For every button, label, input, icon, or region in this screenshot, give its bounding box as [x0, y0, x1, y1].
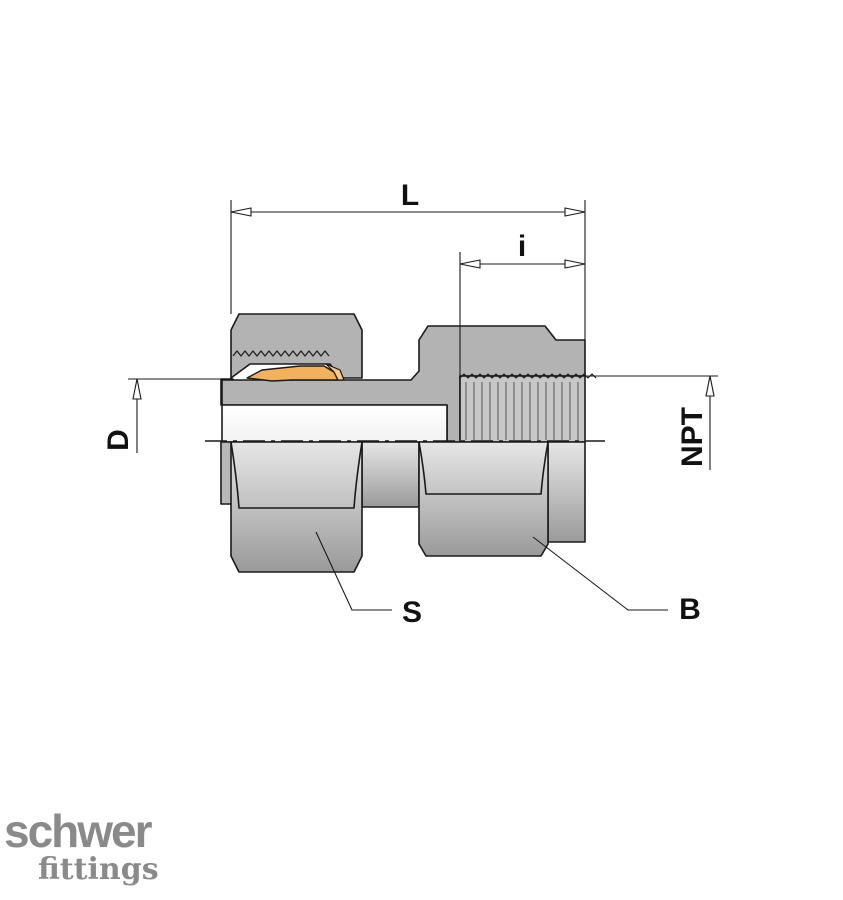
nut-section [230, 313, 363, 379]
label-d: D [102, 429, 135, 451]
dim-i-arrow-right [564, 259, 586, 269]
label-i: i [518, 230, 526, 263]
nut-thread [232, 350, 330, 357]
body-hex-flat [418, 441, 549, 495]
body-hex-body [418, 441, 549, 557]
leader-s [315, 531, 392, 611]
body-neck [361, 441, 420, 508]
label-b: B [679, 593, 701, 626]
logo-line-1: schwer [4, 805, 153, 857]
label-s: S [402, 596, 422, 629]
lower-outside-view [220, 441, 586, 573]
label-npt: NPT [676, 407, 709, 467]
tube-bore [221, 404, 448, 443]
nut-hex-body [230, 441, 363, 573]
dim-npt-arrow [705, 375, 715, 397]
schwer-fittings-logo: schwer fittings [4, 808, 204, 898]
dim-l-arrow-right [564, 207, 586, 217]
ferrule-back [325, 363, 345, 381]
dim-d-arrow [132, 378, 142, 400]
nut-hex-flat [230, 441, 363, 509]
logo-line-2: fittings [38, 852, 159, 887]
leader-b [532, 536, 668, 611]
label-l: L [401, 179, 419, 212]
dim-i-arrow-left [459, 259, 481, 269]
body-end [547, 441, 586, 543]
ferrule [246, 365, 339, 382]
dim-l-arrow-left [230, 207, 252, 217]
pipe-thread-hatching [465, 382, 579, 440]
upper-section-view [220, 313, 597, 443]
dimension-lines [128, 200, 718, 611]
pipe-thread-teeth [459, 373, 597, 379]
